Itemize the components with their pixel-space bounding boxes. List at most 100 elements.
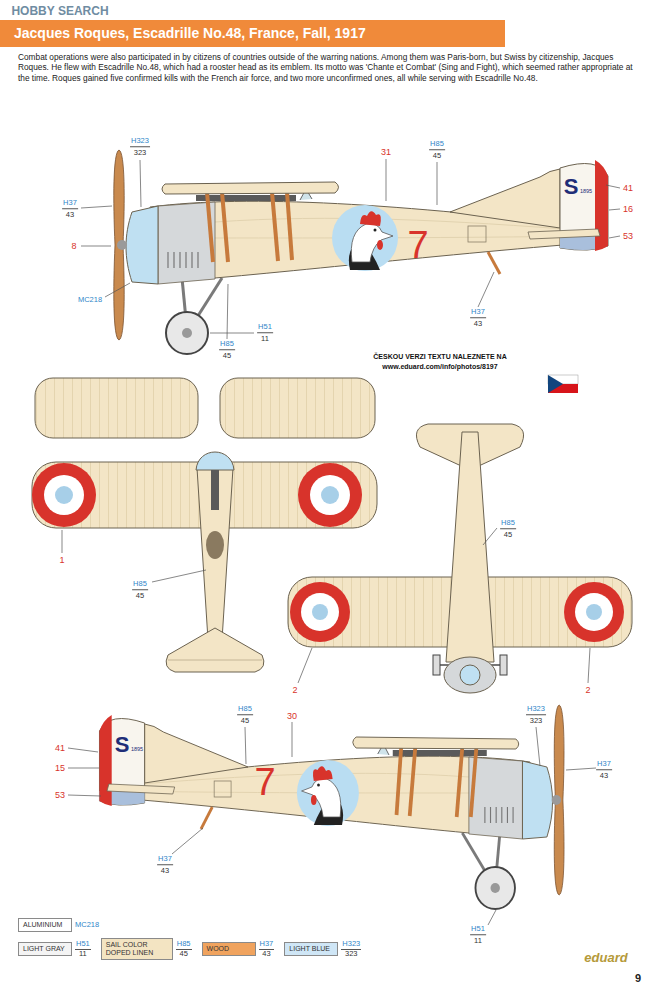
marking-letter: S xyxy=(564,176,579,198)
aircraft-bottom-view xyxy=(446,432,494,662)
aircraft-top-view xyxy=(196,452,234,470)
paint-code: H51 xyxy=(470,925,486,935)
legend-codes: H3743 xyxy=(259,940,275,959)
callout-number: 31 xyxy=(381,148,391,157)
paint-code-number: 323 xyxy=(530,717,543,725)
paint-code-number: 45 xyxy=(433,152,441,160)
leader-line xyxy=(81,206,112,208)
legend-codes: MC218 xyxy=(75,921,99,929)
leader-line xyxy=(68,748,98,752)
callout-number: 53 xyxy=(55,791,65,800)
brand-logo: eduard xyxy=(584,951,627,964)
czech-flag xyxy=(548,375,578,393)
leader-line xyxy=(606,185,620,188)
aircraft-right-side xyxy=(99,705,564,909)
leader-line xyxy=(227,284,228,339)
legend-row: LIGHT GRAYH5111 SAIL COLOR DOPED LINENH85… xyxy=(18,938,361,960)
aircraft-top-view xyxy=(32,463,96,527)
leader-line xyxy=(483,528,497,545)
aircraft-bottom-view xyxy=(460,665,480,685)
leader-line xyxy=(68,768,99,769)
paint-code: H37 xyxy=(157,855,173,865)
aircraft-bottom-view xyxy=(312,604,328,620)
callout-number: 41 xyxy=(623,184,633,193)
leader-line xyxy=(386,159,387,201)
legend-item: SAIL COLOR DOPED LINENH8545 xyxy=(101,938,192,960)
aircraft-bottom-view xyxy=(288,424,632,693)
paint-code: H85 xyxy=(429,140,445,150)
aircraft-bottom-view xyxy=(290,582,350,642)
paint-code-number: 43 xyxy=(66,211,74,219)
legend-row: ALUMINIUMMC218 xyxy=(18,918,361,932)
leader-line xyxy=(62,530,63,553)
legend-item: LIGHT GRAYH5111 xyxy=(18,940,91,959)
aircraft-top-view xyxy=(211,470,219,510)
legend-swatch: WOOD xyxy=(202,942,256,956)
legend-swatch: ALUMINIUM xyxy=(18,918,72,932)
paint-code: H85 xyxy=(219,340,235,350)
aircraft-top-view xyxy=(197,468,233,640)
paint-code: H85 xyxy=(500,519,516,529)
aircraft-top-view xyxy=(168,660,262,661)
paint-code: H37 xyxy=(470,308,486,318)
paint-code: MC218 xyxy=(75,921,99,929)
paint-code-number: 45 xyxy=(136,592,144,600)
aircraft-top-view xyxy=(35,378,198,438)
aircraft-bottom-view xyxy=(564,582,624,642)
aircraft-top-view xyxy=(44,475,84,515)
leader-line xyxy=(68,795,101,796)
leader-line xyxy=(140,160,141,207)
callout-number: 16 xyxy=(623,205,633,214)
aircraft-top-view xyxy=(166,628,264,672)
callout-number: 30 xyxy=(287,712,297,721)
leader-line xyxy=(609,236,620,238)
caption-text: Combat operations were also participated… xyxy=(18,52,634,83)
legend-swatch: SAIL COLOR DOPED LINEN xyxy=(101,938,173,960)
legend-item: ALUMINIUMMC218 xyxy=(18,918,99,932)
leader-line xyxy=(62,159,620,925)
watermark: HOBBY SEARCH xyxy=(11,5,108,17)
serial-number: 1895 xyxy=(131,747,143,753)
leader-line xyxy=(609,209,620,210)
paint-code-number: 11 xyxy=(261,335,269,343)
marking-number: 7 xyxy=(407,226,428,264)
leader-line xyxy=(588,648,590,683)
leader-line xyxy=(105,283,130,297)
paint-code-number: 45 xyxy=(223,352,231,360)
paint-code-number: 43 xyxy=(600,772,608,780)
legend-text: LIGHT BLUE xyxy=(289,945,330,952)
paint-code-number: 43 xyxy=(262,950,270,958)
callout-number: 2 xyxy=(292,686,297,695)
legend-text: SAIL COLOR DOPED LINEN xyxy=(106,941,153,956)
leader-line xyxy=(488,910,496,925)
paint-code-number: 45 xyxy=(241,717,249,725)
legend-item: WOOD H3743 xyxy=(202,940,275,959)
paint-code: H323 xyxy=(526,705,546,715)
callout-number: 8 xyxy=(71,242,76,251)
aircraft-top-view xyxy=(32,378,377,672)
callout-number: 2 xyxy=(585,686,590,695)
paint-code-number: 45 xyxy=(179,950,187,958)
aircraft-bottom-view xyxy=(500,655,507,675)
aircraft-left-side xyxy=(114,150,608,354)
paint-code: H323 xyxy=(130,137,150,147)
leader-line xyxy=(298,648,312,683)
callout-number: 53 xyxy=(623,232,633,241)
legend-codes: H323323 xyxy=(341,940,361,959)
legend-codes: H5111 xyxy=(75,940,91,959)
callout-number: 1 xyxy=(59,556,64,565)
paint-code: MC218 xyxy=(78,296,102,304)
note-text: ČESKOU VERZI TEXTU NALEZNETE NA xyxy=(373,353,506,360)
aircraft-bottom-view xyxy=(433,655,440,675)
leader-line xyxy=(478,272,494,307)
paint-code: H323 xyxy=(341,940,361,950)
leader-line xyxy=(245,727,246,764)
legend: ALUMINIUMMC218LIGHT GRAYH5111 SAIL COLOR … xyxy=(18,918,361,966)
paint-code-number: 43 xyxy=(474,320,482,328)
legend-text: WOOD xyxy=(207,945,230,952)
paint-code-number: 323 xyxy=(134,149,147,157)
leader-line xyxy=(152,570,206,582)
aircraft-bottom-view xyxy=(444,657,496,693)
marking-letter: S xyxy=(115,734,130,756)
